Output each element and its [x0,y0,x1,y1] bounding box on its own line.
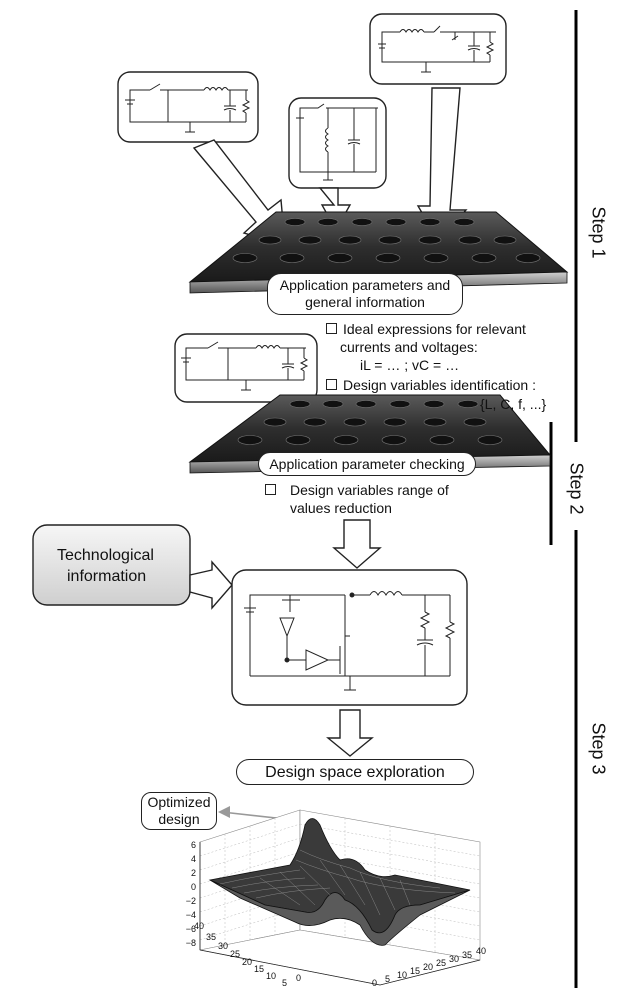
platform1-caption: Application parameters and general infor… [267,273,463,315]
x-tick: 20 [423,962,434,972]
range-line2: values reduction [290,500,392,516]
y-tick: 25 [230,949,241,959]
technological-info-box [32,524,191,606]
z-tick: 0 [190,882,196,892]
x-tick: 5 [385,974,391,984]
platform1-caption-line1: Application parameters and [279,277,451,293]
design-var-line2: {L, C, f, ...} [480,396,547,412]
tech-info-line1: Technological [57,547,154,564]
arrow-tech-to-circuit [189,560,233,610]
x-tick: 35 [462,950,473,960]
z-tick: −6 [185,924,196,934]
y-tick: 30 [218,941,229,951]
y-tick: 10 [266,971,277,981]
z-tick: 4 [190,854,196,864]
ideal-expr-line3: iL = … ; vC = … [360,357,460,373]
circuit-box-boost [369,13,507,85]
circuit-box-tank [288,97,387,189]
ideal-expr-line2: currents and voltages: [340,339,478,355]
z-tick: −4 [185,910,196,920]
circuit-box-converter [231,569,468,706]
x-tick: 40 [476,946,487,956]
surface-plot [199,809,481,986]
z-tick: 6 [190,840,196,850]
circuit-box-buck [117,71,259,143]
y-tick: 40 [194,921,205,931]
x-tick: 10 [397,970,408,980]
circuit-box-step1-result [174,333,318,403]
checkbox-square-icon [326,323,337,334]
arrow-to-circuit [332,519,382,569]
y-tick: 5 [282,978,288,988]
y-tick: 15 [254,964,265,974]
checkbox-square-icon [326,379,337,390]
z-tick: 2 [190,868,196,878]
y-tick: 35 [206,932,217,942]
optimized-line2: design [158,811,200,827]
x-tick: 30 [449,954,460,964]
y-tick: 0 [296,973,302,983]
step2-label: Step 2 [566,462,587,515]
ideal-expr-line1: Ideal expressions for relevant [343,321,526,337]
x-tick: 15 [410,966,421,976]
optimized-design-label: Optimized design [141,792,217,830]
design-variables-bullet: Design variables identification : [326,377,536,394]
ideal-expressions-bullet: Ideal expressions for relevant [326,321,526,338]
tech-info-line2: information [67,568,147,585]
optimized-line1: Optimized [147,794,211,810]
platform1-caption-line2: general information [305,294,425,310]
checkbox-square-icon [265,484,276,495]
range-line1: Design variables range of [290,482,449,498]
z-tick-labels: 6 4 2 0 −2 −4 −6 −8 [182,838,196,950]
design-space-exploration-title: Design space exploration [236,759,474,785]
y-tick: 20 [242,957,253,967]
z-tick: −2 [185,896,196,906]
step3-label: Step 3 [588,722,609,775]
x-tick: 25 [436,958,447,968]
design-var-line1: Design variables identification : [343,377,536,393]
x-tick: 0 [372,978,378,988]
range-reduction-bullet: Design variables range of [265,482,449,499]
platform2-caption: Application parameter checking [258,452,476,476]
step-separators [549,10,578,988]
step1-label: Step 1 [588,206,609,259]
arrow-to-exploration [326,709,374,757]
z-tick: −8 [185,938,196,948]
